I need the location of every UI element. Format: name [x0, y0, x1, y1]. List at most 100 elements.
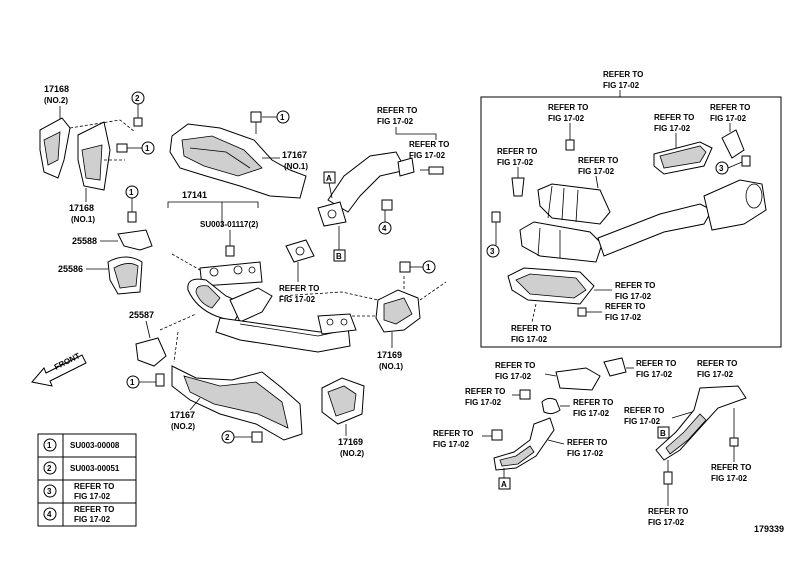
svg-text:REFER TO: REFER TO — [279, 284, 319, 293]
svg-text:REFER TO: REFER TO — [615, 281, 655, 290]
legend-row-2: SU003-00051 — [70, 464, 120, 473]
legend-row-4-line1: REFER TO — [74, 505, 114, 514]
svg-text:FIG 17-02: FIG 17-02 — [567, 449, 604, 458]
svg-text:3: 3 — [719, 164, 724, 173]
part-17169-top-no: (NO.1) — [379, 362, 403, 371]
svg-text:FIG 17-02: FIG 17-02 — [711, 474, 748, 483]
svg-text:REFER TO: REFER TO — [605, 302, 645, 311]
svg-text:REFER TO: REFER TO — [548, 103, 588, 112]
legend-row-1: SU003-00008 — [70, 441, 120, 450]
svg-text:FIG 17-02: FIG 17-02 — [648, 518, 685, 527]
part-17141: 17141 — [182, 190, 207, 200]
part-17168-top-no: (NO.2) — [44, 96, 68, 105]
front-pipe — [317, 151, 415, 227]
svg-text:2: 2 — [225, 433, 230, 442]
diagram-id: 179339 — [754, 524, 784, 534]
bracket-25588 — [117, 229, 153, 251]
marker-b-bottom — [657, 426, 670, 439]
svg-text:A: A — [501, 480, 507, 489]
svg-text:REFER TO: REFER TO — [409, 140, 449, 149]
svg-text:3: 3 — [490, 247, 495, 256]
tail-pipe-bracket — [555, 367, 601, 391]
marker-b-top — [333, 249, 346, 262]
svg-text:FIG 17-02: FIG 17-02 — [654, 124, 691, 133]
svg-text:REFER TO: REFER TO — [433, 429, 473, 438]
svg-text:REFER TO: REFER TO — [573, 398, 613, 407]
svg-text:REFER TO: REFER TO — [654, 113, 694, 122]
svg-text:FIG 17-02: FIG 17-02 — [578, 167, 615, 176]
svg-text:FIG 17-02: FIG 17-02 — [279, 295, 316, 304]
svg-text:REFER TO: REFER TO — [697, 359, 737, 368]
refer-label: REFER TO — [603, 70, 643, 79]
svg-text:3: 3 — [47, 487, 52, 496]
svg-text:1: 1 — [280, 113, 285, 122]
svg-text:1: 1 — [129, 188, 134, 197]
svg-text:REFER TO: REFER TO — [567, 438, 607, 447]
svg-text:2: 2 — [135, 94, 140, 103]
part-25586: 25586 — [58, 264, 83, 274]
part-17168-bottom-no: (NO.1) — [71, 215, 95, 224]
part-17168-top: 17168 — [44, 84, 69, 94]
svg-text:1: 1 — [47, 441, 52, 450]
legend-callout-2 — [43, 461, 57, 475]
svg-text:2: 2 — [47, 464, 52, 473]
bracket-25587 — [135, 337, 167, 367]
svg-text:1: 1 — [130, 378, 135, 387]
svg-text:REFER TO: REFER TO — [648, 507, 688, 516]
svg-text:FIG 17-02: FIG 17-02 — [377, 117, 414, 126]
svg-text:REFER TO: REFER TO — [624, 406, 664, 415]
inset-frame — [480, 96, 782, 348]
part-17169-bottom-no: (NO.2) — [340, 449, 364, 458]
svg-text:1: 1 — [145, 144, 150, 153]
legend-row-3-line1: REFER TO — [74, 482, 114, 491]
part-17169-bottom: 17169 — [338, 437, 363, 447]
part-17167-bottom: 17167 — [170, 410, 195, 420]
svg-text:FIG 17-02: FIG 17-02 — [605, 313, 642, 322]
svg-text:FIG 17-02: FIG 17-02 — [495, 372, 532, 381]
svg-text:FIG 17-02: FIG 17-02 — [548, 114, 585, 123]
svg-text:FIG 17-02: FIG 17-02 — [710, 114, 747, 123]
svg-text:FIG 17-02: FIG 17-02 — [636, 370, 673, 379]
svg-text:A: A — [326, 174, 332, 183]
svg-text:FIG 17-02: FIG 17-02 — [624, 417, 661, 426]
svg-text:FIG 17-02: FIG 17-02 — [573, 409, 610, 418]
svg-text:FIG 17-02: FIG 17-02 — [497, 158, 534, 167]
front-arrow-icon: FRONT — [31, 351, 87, 387]
svg-text:FIG 17-02: FIG 17-02 — [511, 335, 548, 344]
part-17169-top: 17169 — [377, 350, 402, 360]
svg-text:FIG 17-02: FIG 17-02 — [433, 440, 470, 449]
part-17168-bottom: 17168 — [69, 203, 94, 213]
callout-3-inset — [486, 244, 500, 258]
svg-text:REFER TO: REFER TO — [636, 359, 676, 368]
legend-row-4-line2: FIG 17-02 — [74, 515, 111, 524]
svg-text:FIG 17-02: FIG 17-02 — [465, 398, 502, 407]
marker-a-bottom — [498, 477, 511, 490]
part-25588: 25588 — [72, 236, 97, 246]
svg-text:REFER TO: REFER TO — [711, 463, 751, 472]
svg-text:FIG 17-02: FIG 17-02 — [697, 370, 734, 379]
part-17167-bottom-no: (NO.2) — [171, 422, 195, 431]
svg-text:REFER TO: REFER TO — [495, 361, 535, 370]
svg-text:FIG 17-02: FIG 17-02 — [409, 151, 446, 160]
legend-callout-1 — [43, 438, 57, 452]
legend-callout-4 — [43, 507, 57, 521]
fig-label: FIG 17-02 — [603, 81, 640, 90]
svg-text:FIG 17-02: FIG 17-02 — [615, 292, 652, 301]
part-17167-top: 17167 — [282, 150, 307, 160]
svg-text:REFER TO: REFER TO — [465, 387, 505, 396]
svg-text:REFER TO: REFER TO — [710, 103, 750, 112]
svg-text:REFER TO: REFER TO — [377, 106, 417, 115]
catalytic-converter-assembly — [507, 129, 767, 305]
svg-text:REFER TO: REFER TO — [578, 156, 618, 165]
svg-text:B: B — [660, 429, 666, 438]
legend-callout-3 — [43, 484, 57, 498]
svg-text:REFER TO: REFER TO — [511, 324, 551, 333]
exhaust-manifold-17141 — [187, 261, 357, 353]
svg-text:REFER TO: REFER TO — [497, 147, 537, 156]
legend-row-3-line2: FIG 17-02 — [74, 492, 111, 501]
center-exhaust-pipe — [493, 417, 555, 471]
svg-text:B: B — [336, 252, 342, 261]
part-su003-01117: SU003-01117(2) — [200, 220, 259, 229]
part-17167-top-no: (NO.1) — [284, 162, 308, 171]
